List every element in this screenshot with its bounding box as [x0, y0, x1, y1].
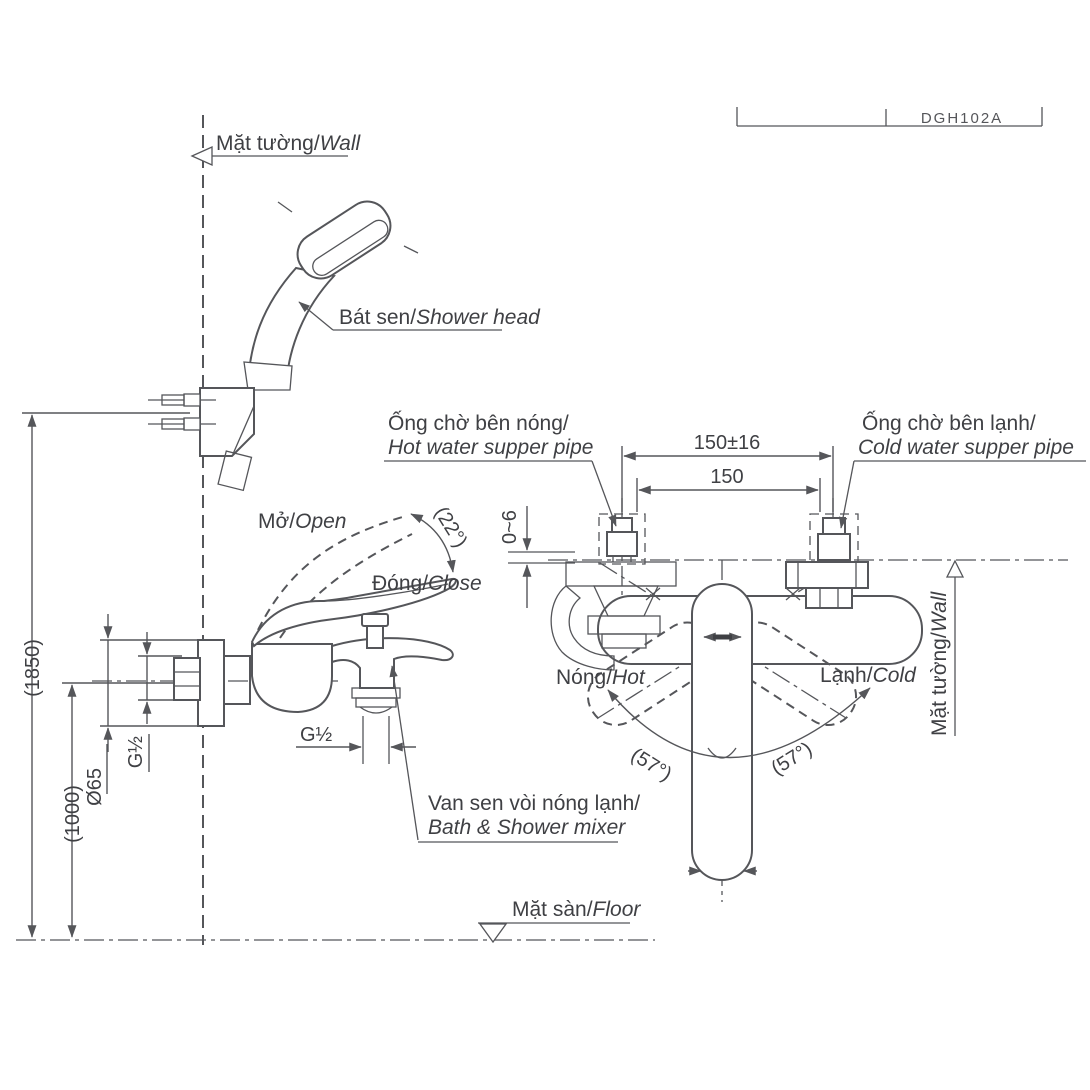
wall-up-arrow-icon — [945, 559, 965, 578]
center-distance-text: 150 — [710, 466, 743, 488]
hot-pipe-label-en: Hot water supper pipe — [388, 436, 593, 459]
inlet-thread-text: G½ — [125, 736, 147, 769]
mixer-leader-label: Van sen vòi nóng lạnh/ Bath & Shower mix… — [389, 665, 640, 843]
knurled-adapter — [223, 655, 251, 705]
hot-text: Nóng/Hot — [556, 666, 646, 689]
title-block-crop-mask — [876, 88, 1058, 112]
wall-flange — [197, 639, 225, 727]
title-block-partial-code: DGH102A — [921, 110, 1003, 127]
shower-head-label: Bát sen/Shower head — [298, 301, 541, 331]
cold-text: Lạnh/Cold — [820, 664, 917, 687]
inlet-hex — [173, 657, 201, 701]
left-dimensions: (1850) (1000) Ø65 G½ — [22, 412, 214, 938]
hot-flange-section — [565, 561, 677, 587]
pipe-labels: Ống chờ bên nóng/ Hot water supper pipe … — [384, 411, 1086, 529]
mixer-height-text: (1000) — [62, 785, 84, 843]
open-text: Mở/Open — [258, 510, 346, 533]
aerator — [351, 687, 401, 699]
shower-height-text: (1850) — [22, 639, 44, 697]
shower-bracket — [199, 387, 255, 457]
spout — [331, 637, 454, 689]
mixer-label-en: Bath & Shower mixer — [428, 816, 626, 839]
cold-supply-pipe — [817, 533, 851, 561]
hose-connector — [217, 450, 253, 492]
mixer-body-front — [597, 595, 923, 665]
hot-elbow-section — [550, 585, 615, 671]
hot-supply-pipe — [606, 531, 638, 557]
side-view-labels: Mở/Open Đóng/Close (22°) — [258, 503, 482, 595]
shower-head-text: Bát sen/Shower head — [339, 306, 541, 329]
shower-spray-face — [312, 219, 389, 277]
right-wall-label: Mặt tường/Wall — [928, 559, 965, 736]
spout-thread-text: G½ — [300, 724, 333, 746]
swing-angle-left-text: (57°) — [627, 744, 676, 786]
swing-angle-right-text: (57°) — [768, 738, 817, 780]
handle-open-dashed — [257, 515, 407, 631]
shower-head-assembly — [148, 200, 419, 492]
center-distance-tolerance-text: 150±16 — [694, 432, 761, 454]
wall-right-text: Mặt tường/Wall — [928, 591, 951, 736]
hot-pipe-label-vi: Ống chờ bên nóng/ — [388, 411, 569, 435]
floor-line-label: Mặt sàn/Floor — [16, 898, 655, 944]
handle-closed — [250, 577, 457, 648]
pipe-distance-dimensions: 150±16 150 0~6 — [499, 432, 834, 608]
spout-dimension: G½ — [296, 724, 416, 752]
cold-pipe-label-en: Cold water supper pipe — [858, 436, 1074, 459]
mixer-label-vi: Van sen vòi nóng lạnh/ — [428, 792, 640, 815]
hot-roughin-box — [598, 513, 646, 565]
cold-pipe-label-vi: Ống chờ bên lạnh/ — [862, 411, 1036, 435]
close-text: Đóng/Close — [372, 572, 482, 595]
title-block: DGH102A — [736, 88, 1058, 127]
floor-marker-icon — [478, 923, 508, 944]
handle-front — [691, 583, 753, 881]
hot-cold-labels: Nóng/Hot Lạnh/Cold — [556, 664, 917, 689]
flange-diameter-text: Ø65 — [84, 768, 106, 806]
cold-hex-nut — [805, 587, 853, 609]
wall-top-label: Mặt tường/Wall — [190, 132, 361, 167]
mixer-side-view — [92, 515, 457, 764]
floor-text: Mặt sàn/Floor — [512, 898, 641, 921]
handle-angle-text: (22°) — [430, 503, 472, 552]
mixer-body-side — [251, 643, 333, 714]
diverter-knob — [361, 613, 389, 627]
shower-head-body — [296, 200, 392, 280]
mixer-front-view — [548, 498, 1068, 902]
wall-top-text: Mặt tường/Wall — [216, 132, 361, 155]
wall-gap-text: 0~6 — [499, 510, 521, 544]
